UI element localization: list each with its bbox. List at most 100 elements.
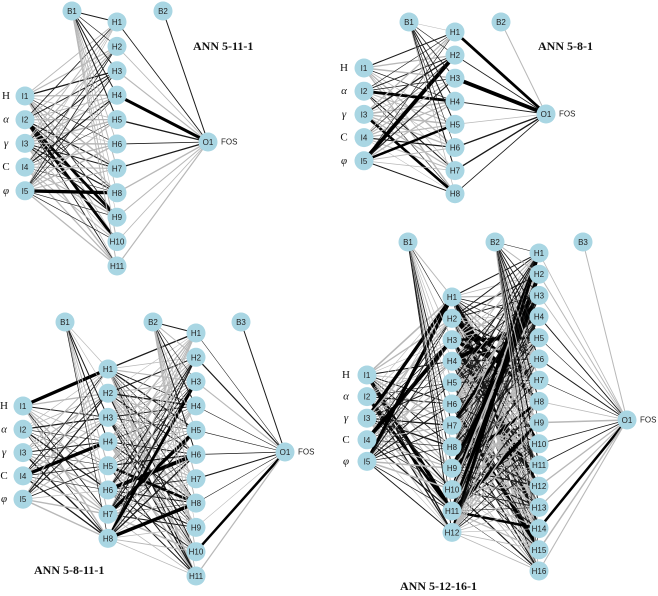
weight-connection bbox=[107, 405, 197, 539]
hidden-layer-2-node-h10 bbox=[186, 542, 206, 562]
weight-connection bbox=[538, 419, 628, 466]
hidden-layer-1-node-h8 bbox=[445, 184, 465, 204]
output-node-o1-label: O1 bbox=[541, 110, 552, 119]
bias-connection bbox=[71, 10, 118, 193]
weight-connection bbox=[195, 451, 286, 528]
hidden-layer-2-node-h5 bbox=[529, 328, 549, 348]
bias-node-b2 bbox=[143, 312, 163, 332]
hidden-layer-1-node-h6-label: H6 bbox=[103, 486, 114, 495]
bias-connection bbox=[500, 21, 547, 115]
weight-connection bbox=[22, 417, 109, 500]
hidden-layer-1-node-h10-label: H10 bbox=[445, 486, 460, 495]
weight-connection bbox=[451, 422, 540, 533]
hidden-layer-1-node-h4-label: H4 bbox=[112, 91, 123, 100]
hidden-layer-2-node-h3-label: H3 bbox=[191, 378, 202, 387]
weight-connection bbox=[24, 142, 118, 145]
input-node-i5-label: I5 bbox=[364, 457, 371, 466]
bias-connection bbox=[152, 321, 197, 407]
hidden-layer-2-node-h6 bbox=[186, 445, 206, 464]
hidden-layer-2-node-h6-label: H6 bbox=[534, 355, 545, 364]
output-variable-label: FOS bbox=[221, 138, 237, 147]
hidden-layer-2-node-h5-label: H5 bbox=[191, 426, 202, 435]
hidden-layer-1-node-h8-label: H8 bbox=[450, 190, 461, 199]
hidden-layer-1-node-h9 bbox=[107, 207, 127, 227]
bias-node-b1 bbox=[55, 312, 75, 332]
weight-connection bbox=[538, 295, 628, 421]
hidden-layer-1-node-h4 bbox=[442, 351, 462, 371]
weight-connection bbox=[454, 113, 547, 149]
weight-connection bbox=[538, 400, 628, 421]
input-node-i4 bbox=[13, 466, 33, 486]
input-node-i2 bbox=[15, 110, 35, 130]
bias-node-b1 bbox=[399, 12, 419, 32]
weight-connection bbox=[365, 296, 454, 420]
weight-connection bbox=[366, 461, 453, 533]
input-variable-label: γ bbox=[2, 447, 7, 459]
weight-connection bbox=[366, 460, 453, 491]
input-variable-label: C bbox=[340, 132, 347, 144]
input-node-i5 bbox=[357, 451, 377, 471]
weight-connection bbox=[24, 94, 118, 192]
weight-connection bbox=[22, 489, 109, 500]
weight-connection bbox=[363, 77, 456, 162]
hidden-layer-1-node-h5-label: H5 bbox=[103, 462, 114, 471]
bias-node-b3 bbox=[573, 232, 593, 252]
input-variable-label: H bbox=[0, 400, 8, 412]
hidden-layer-1-node-h11-label: H11 bbox=[445, 507, 460, 516]
hidden-layer-2-node-h2-label: H2 bbox=[191, 353, 202, 362]
input-node-i5-label: I5 bbox=[22, 187, 29, 196]
weight-connection bbox=[454, 113, 547, 125]
weight-connection bbox=[195, 451, 286, 504]
hidden-layer-2-node-h7-label: H7 bbox=[534, 376, 545, 385]
input-node-i5 bbox=[354, 151, 374, 171]
output-node-o1-label: O1 bbox=[622, 416, 633, 425]
bias-connection bbox=[152, 321, 197, 431]
weight-connection bbox=[454, 54, 547, 115]
network-title: ANN 5-12-16-1 bbox=[400, 579, 477, 593]
bias-connection bbox=[407, 241, 453, 426]
hidden-layer-1-node-h8 bbox=[107, 183, 127, 203]
output-variable-label: FOS bbox=[559, 110, 575, 119]
weight-connection bbox=[107, 357, 197, 539]
weight-connection bbox=[538, 419, 628, 445]
hidden-layer-1-node-h1 bbox=[107, 12, 127, 32]
weight-connection bbox=[451, 274, 540, 533]
weight-connection bbox=[107, 332, 197, 467]
hidden-layer-2-node-h4-label: H4 bbox=[534, 313, 545, 322]
weight-connection bbox=[538, 419, 628, 572]
hidden-layer-1-node-h2 bbox=[107, 36, 127, 56]
weight-connection bbox=[22, 405, 109, 418]
weight-connection bbox=[454, 30, 547, 116]
hidden-layer-1-node-h1-label: H1 bbox=[447, 293, 458, 302]
input-variable-label: C bbox=[342, 434, 349, 446]
weight-connection bbox=[454, 113, 547, 195]
hidden-layer-2-node-h1-label: H1 bbox=[191, 329, 202, 338]
input-node-i2-label: I2 bbox=[22, 116, 29, 125]
weight-connection bbox=[451, 337, 540, 533]
weight-connection bbox=[107, 332, 197, 539]
bias-connection bbox=[152, 321, 197, 528]
hidden-layer-2-node-h1 bbox=[529, 243, 549, 263]
hidden-layer-1-node-h5 bbox=[445, 114, 465, 134]
weight-connection bbox=[116, 70, 209, 143]
hidden-layer-1-node-h8-label: H8 bbox=[447, 443, 458, 452]
weight-connection bbox=[24, 167, 118, 192]
hidden-layer-1-node-h10 bbox=[442, 480, 462, 500]
hidden-layer-2-node-h6 bbox=[529, 349, 549, 369]
weight-connection bbox=[366, 318, 453, 462]
bias-connection bbox=[71, 10, 118, 218]
bias-connection bbox=[71, 10, 118, 47]
hidden-layer-1-node-h9 bbox=[442, 458, 462, 478]
input-node-i4-label: I4 bbox=[20, 472, 27, 481]
bias-node-b2 bbox=[485, 232, 505, 252]
bias-node-b2 bbox=[153, 1, 173, 21]
hidden-layer-1-node-h7 bbox=[107, 158, 127, 178]
weight-connection bbox=[363, 31, 456, 92]
bias-node-b1-label: B1 bbox=[60, 318, 70, 327]
input-node-i3-label: I3 bbox=[364, 414, 371, 423]
weight-connection bbox=[450, 252, 541, 533]
hidden-layer-1-node-h2 bbox=[98, 383, 118, 403]
hidden-layer-1-node-h3-label: H3 bbox=[103, 413, 114, 422]
weight-connection bbox=[538, 379, 628, 421]
input-node-i3 bbox=[15, 133, 35, 153]
